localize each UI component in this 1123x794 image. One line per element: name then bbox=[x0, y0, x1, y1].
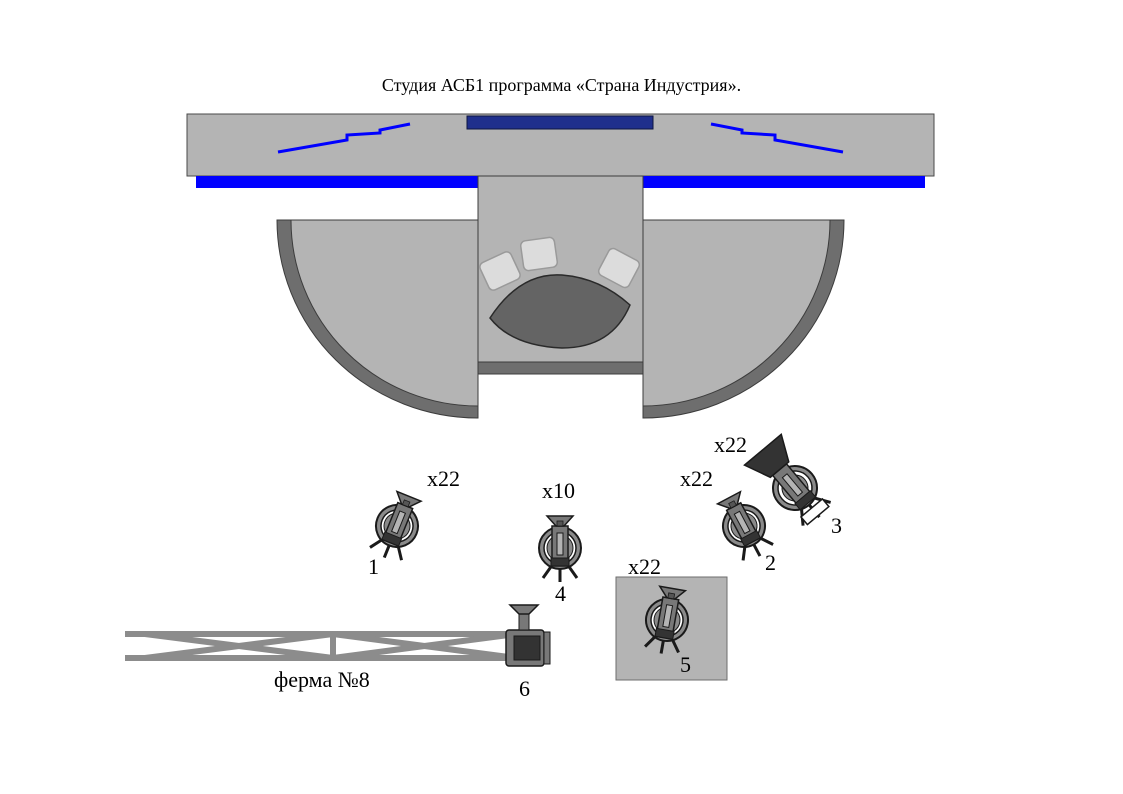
right-light-line bbox=[710, 122, 844, 154]
camera-3 bbox=[743, 432, 832, 526]
left-blue-strip bbox=[196, 176, 478, 188]
right-podium bbox=[642, 219, 831, 407]
camera-6-crane bbox=[505, 604, 551, 667]
left-light-line bbox=[277, 122, 411, 154]
right-blue-strip bbox=[643, 176, 925, 188]
chair-right bbox=[597, 247, 641, 289]
camera-3-lens: x22 bbox=[714, 432, 747, 457]
chair-left bbox=[479, 251, 521, 291]
screen-panel bbox=[466, 115, 654, 130]
left-podium bbox=[290, 219, 479, 407]
diagram-title: Студия АСБ1 программа «Страна Индустрия»… bbox=[381, 75, 742, 95]
camera-6-number: 6 bbox=[519, 676, 530, 701]
camera-2-lens: x22 bbox=[680, 466, 713, 491]
camera-1-number: 1 bbox=[368, 554, 379, 579]
camera-4-number: 4 bbox=[555, 581, 566, 606]
truss-8 bbox=[125, 631, 517, 661]
camera-2-number: 2 bbox=[765, 550, 776, 575]
camera-1-lens: x22 bbox=[427, 466, 460, 491]
center-stage-step bbox=[477, 361, 644, 375]
camera-5-number: 5 bbox=[680, 652, 691, 677]
camera-3-number: 3 bbox=[831, 513, 842, 538]
presenters-table bbox=[489, 274, 631, 349]
truss-label: ферма №8 bbox=[274, 667, 370, 692]
camera-4 bbox=[537, 514, 583, 584]
camera-4-lens: x10 bbox=[542, 478, 575, 503]
chair-center bbox=[519, 236, 559, 272]
camera-5-lens: x22 bbox=[628, 554, 661, 579]
